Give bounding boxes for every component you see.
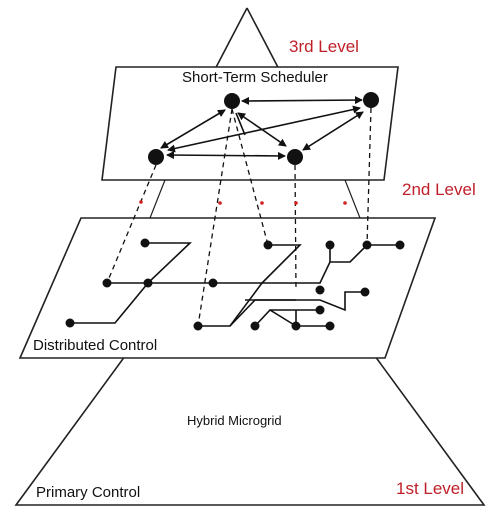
scheduler-nodes bbox=[148, 92, 379, 165]
network-nodes bbox=[65, 238, 405, 331]
inter-level-links bbox=[106, 107, 372, 327]
crossing-marks bbox=[139, 200, 347, 205]
level-3-label: 3rd Level bbox=[289, 37, 359, 56]
hybrid-microgrid-label: Hybrid Microgrid bbox=[187, 413, 282, 428]
short-term-scheduler-label: Short-Term Scheduler bbox=[182, 69, 328, 86]
distributed-control-label: Distributed Control bbox=[33, 337, 158, 354]
level-1-label: 1st Level bbox=[396, 479, 465, 498]
level-2-label: 2nd Level bbox=[402, 180, 476, 199]
primary-control-label: Primary Control bbox=[36, 484, 141, 501]
scheduler-arrows bbox=[160, 96, 364, 160]
pyramid-mid-edges bbox=[149, 179, 361, 219]
